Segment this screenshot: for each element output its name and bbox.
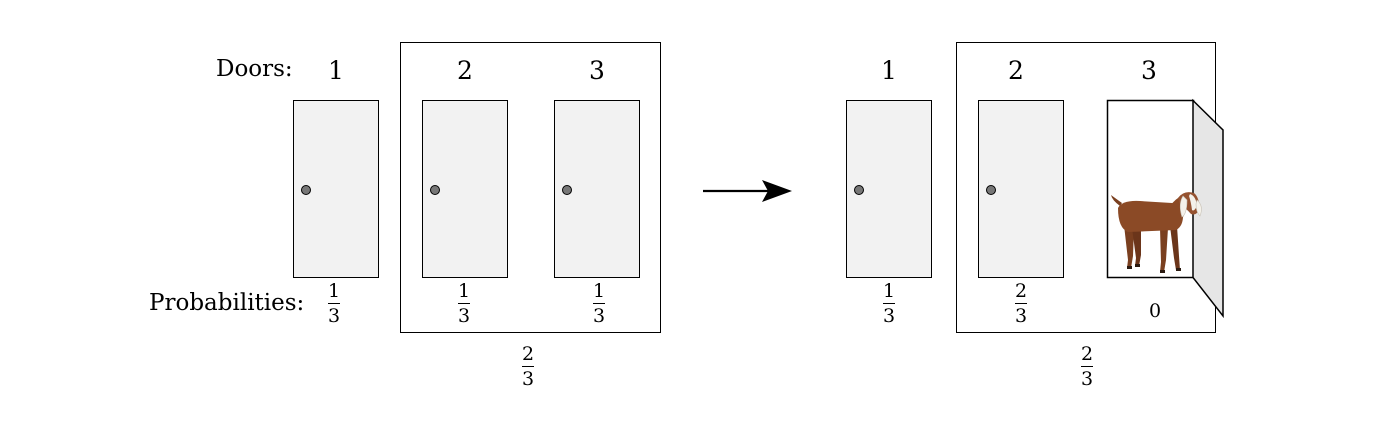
- left-door-2: [422, 100, 508, 278]
- door-knob: [562, 185, 572, 195]
- left-door-number-1: 1: [328, 56, 344, 85]
- right-door-3-probability: 0: [1148, 300, 1162, 322]
- open-door-panel: [1192, 98, 1224, 319]
- left-door-1: [293, 100, 379, 278]
- right-arrow-icon: [703, 180, 792, 202]
- door-knob: [854, 185, 864, 195]
- open-doorway-frame: [1106, 99, 1195, 279]
- left-door-number-3: 3: [589, 56, 605, 85]
- goat-icon: [1111, 192, 1202, 273]
- door-knob: [986, 185, 996, 195]
- left-door-3: [554, 100, 640, 278]
- doors-label: Doors:: [216, 56, 293, 82]
- left-group-box-doors-2-3: [400, 42, 661, 333]
- door-knob: [430, 185, 440, 195]
- right-door-number-3: 3: [1141, 56, 1157, 85]
- left-door-number-2: 2: [457, 56, 473, 85]
- right-door-2: [978, 100, 1064, 278]
- probabilities-label: Probabilities:: [149, 290, 305, 316]
- door-knob: [301, 185, 311, 195]
- right-door-number-1: 1: [881, 56, 897, 85]
- right-door-number-2: 2: [1008, 56, 1024, 85]
- right-door-1: [846, 100, 932, 278]
